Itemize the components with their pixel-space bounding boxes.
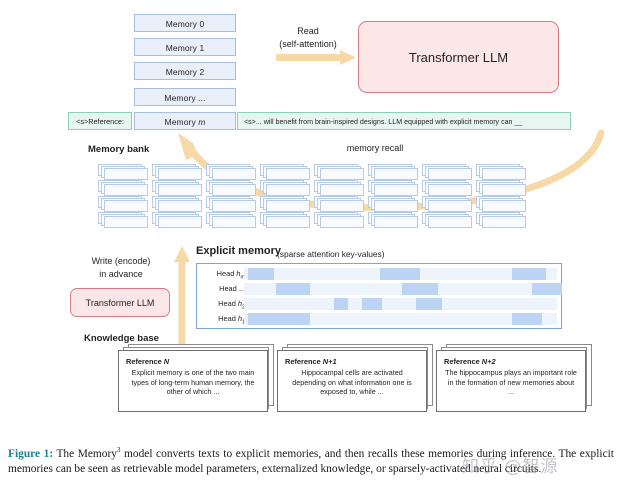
write-label-line1: Write (encode) (91, 256, 151, 266)
card-title: Reference N+2 (444, 357, 496, 366)
memory-item-0[interactable]: Memory 0 (134, 14, 236, 32)
caption-superscript: 3 (116, 446, 121, 454)
memory-bank-cell (98, 196, 150, 213)
attention-key-value-block (512, 268, 546, 280)
memory-bank-cell (98, 164, 150, 181)
reference-tag: <s>Reference: (68, 112, 132, 130)
memory-recall-label: memory recall (346, 143, 404, 153)
explicit-memory-title: Explicit memory (196, 245, 281, 257)
card-title: Reference N+1 (285, 357, 337, 366)
transformer-llm-top[interactable]: Transformer LLM (358, 21, 559, 93)
explicit-memory-row: Head h2 (197, 298, 563, 312)
memory-bank-cell (98, 212, 150, 229)
explicit-memory-row: Head ... (197, 283, 563, 297)
memory-bank-cell (314, 180, 366, 197)
attention-key-value-block (334, 298, 348, 310)
prompt-text-box: <s>... will benefit from brain-inspired … (237, 112, 571, 130)
attention-key-value-block (248, 268, 274, 280)
memory-item-1[interactable]: Memory 1 (134, 38, 236, 56)
read-arrow-icon (276, 50, 356, 65)
explicit-memory-head-label: Head hm (216, 269, 245, 281)
attention-key-value-block (512, 313, 542, 325)
read-label-line2: (self-attention) (279, 39, 337, 49)
explicit-memory-band (244, 298, 557, 310)
memory-bank-cell (476, 164, 528, 181)
figure-caption: Figure 1: The Memory3 model converts tex… (8, 443, 614, 477)
read-label-line1: Read (297, 26, 319, 36)
attention-key-value-block (532, 283, 562, 295)
knowledge-reference-card[interactable]: Reference N Explicit memory is one of the… (118, 344, 276, 412)
attention-key-value-block (380, 268, 420, 280)
memory-item-2[interactable]: Memory 2 (134, 62, 236, 80)
memory-bank-cell (476, 196, 528, 213)
memory-bank-cell (422, 180, 474, 197)
memory-bank-cell (314, 196, 366, 213)
explicit-memory-head-label: Head h1 (218, 314, 245, 325)
memory-bank-cell (260, 180, 312, 197)
memory-bank-cell (422, 164, 474, 181)
explicit-memory-band (244, 283, 557, 295)
memory-bank-grid (98, 164, 530, 230)
attention-key-value-block (362, 298, 382, 310)
attention-key-value-block (416, 298, 442, 310)
memory-bank-cell (206, 196, 258, 213)
explicit-memory-head-label: Head ... (219, 284, 245, 293)
card-body: Explicit memory is one of the two main t… (131, 368, 255, 397)
memory-bank-cell (260, 164, 312, 181)
memory-bank-cell (314, 212, 366, 229)
explicit-memory-band (244, 313, 557, 325)
memory-bank-cell (476, 180, 528, 197)
memory-bank-cell (152, 164, 204, 181)
memory-bank-cell (206, 212, 258, 229)
card-title: Reference N (126, 357, 170, 366)
memory-bank-cell (314, 164, 366, 181)
memory-bank-cell (368, 196, 420, 213)
memory-bank-cell (260, 212, 312, 229)
memory-bank-cell (368, 180, 420, 197)
attention-key-value-block (276, 283, 310, 295)
memory-bank-cell (422, 212, 474, 229)
explicit-memory-subtitle: (sparse attention key-values) (277, 249, 385, 259)
card-front: Reference N Explicit memory is one of the… (118, 350, 268, 412)
memory-bank-cell (476, 212, 528, 229)
memory-bank-cell (152, 196, 204, 213)
memory-item-m[interactable]: Memory m (134, 112, 236, 130)
transformer-llm-bottom[interactable]: Transformer LLM (70, 288, 170, 317)
transformer-llm-top-label: Transformer LLM (408, 49, 509, 65)
attention-key-value-block (248, 313, 310, 325)
memory-item-ellipsis[interactable]: Memory ... (134, 88, 236, 106)
memory-bank-cell (422, 196, 474, 213)
memory-bank-cell (206, 180, 258, 197)
write-label-line2: in advance (99, 269, 143, 279)
explicit-memory-head-label: Head h2 (218, 299, 245, 310)
memory-bank-cell (368, 164, 420, 181)
card-body: Hippocampal cells are activated dependin… (292, 368, 412, 397)
attention-key-value-block (402, 283, 438, 295)
transformer-llm-bottom-label: Transformer LLM (85, 297, 155, 308)
explicit-memory-row: Head hm (197, 268, 563, 282)
explicit-memory-row: Head h1 (197, 313, 563, 327)
memory-bank-cell (152, 180, 204, 197)
card-body: The hippocampus plays an important role … (445, 368, 577, 397)
memory-bank-title: Memory bank (88, 144, 150, 155)
figure-number: Figure 1: (8, 447, 54, 460)
caption-part1: The Memory (56, 447, 117, 460)
memory-bank-cell (260, 196, 312, 213)
memory-bank-cell (152, 212, 204, 229)
explicit-memory-panel: Head hm Head ... Head h2 Head h1 (196, 263, 562, 329)
write-arrow-icon (174, 246, 190, 357)
knowledge-base-title: Knowledge base (84, 333, 159, 344)
memory-bank-cell (206, 164, 258, 181)
memory-bank-cell (368, 212, 420, 229)
memory-bank-cell (98, 180, 150, 197)
caption-part2: model converts texts to explicit memorie… (8, 447, 614, 475)
